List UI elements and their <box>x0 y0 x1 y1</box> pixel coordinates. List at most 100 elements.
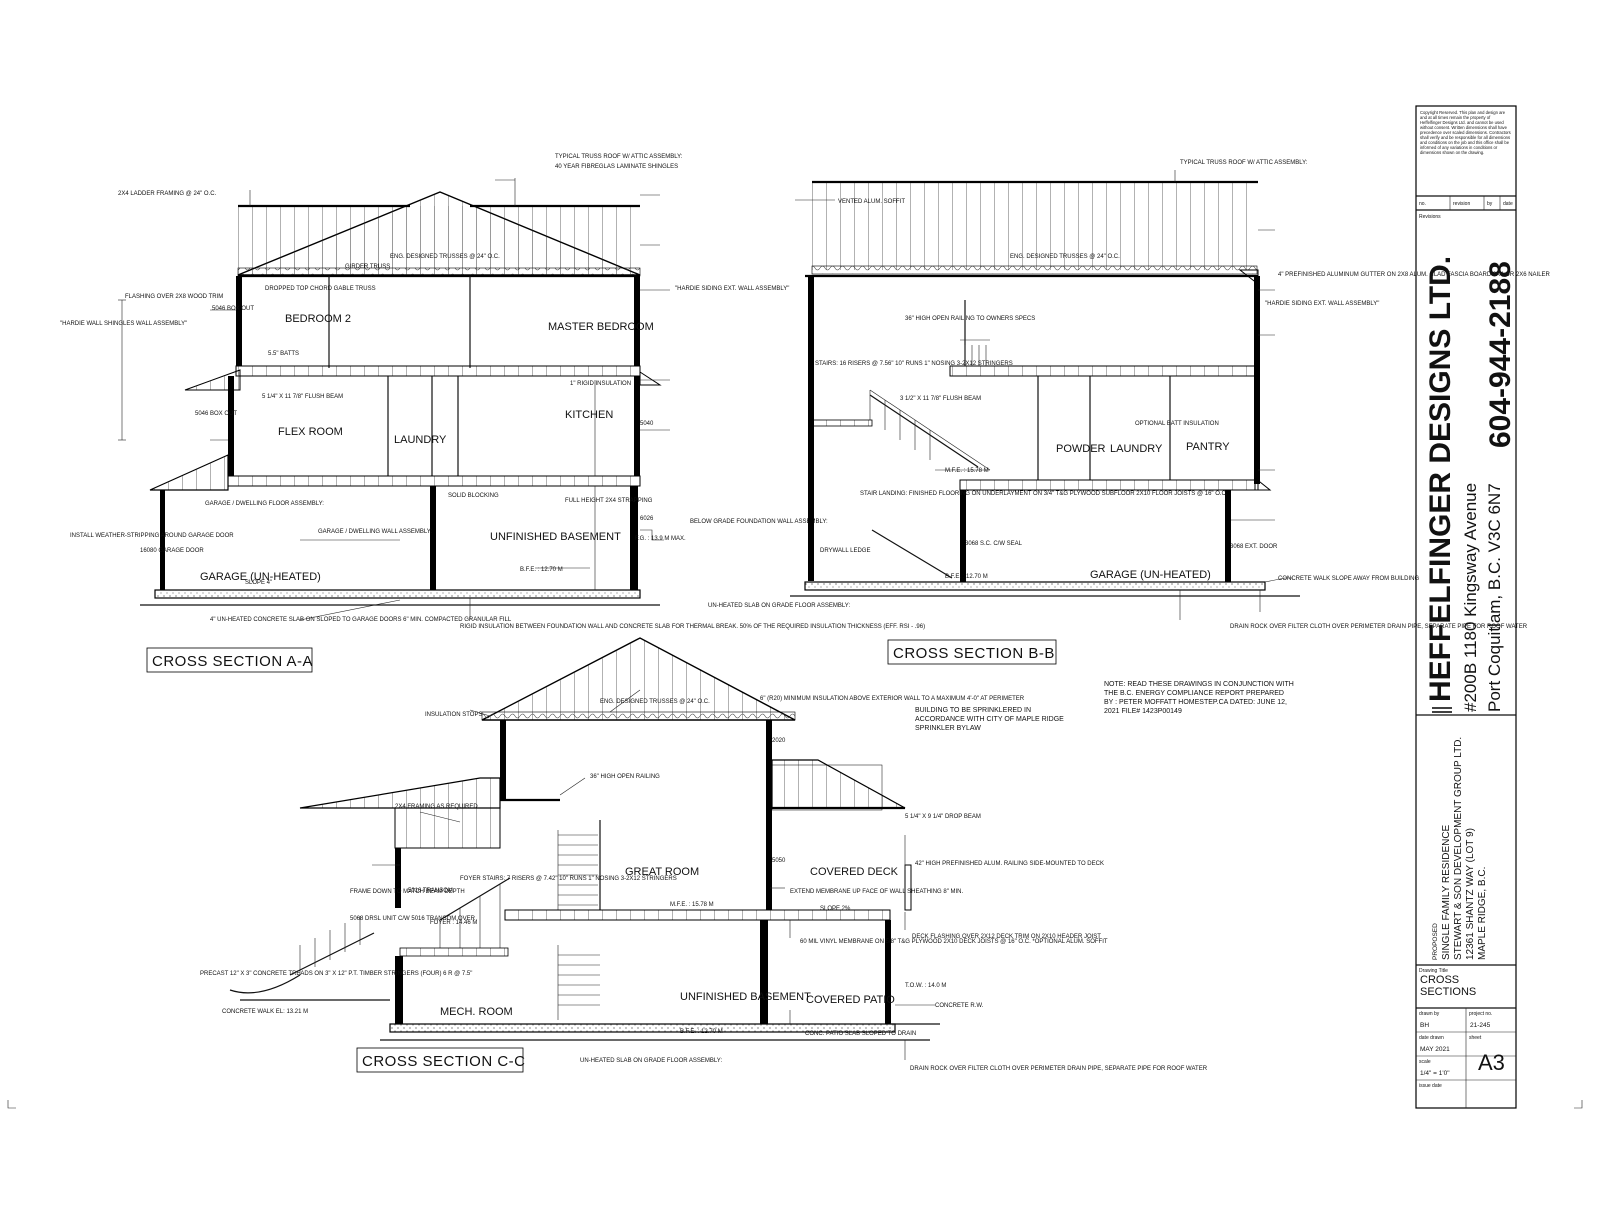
cross-section-a-a: BEDROOM 2 MASTER BEDROOM FLEX ROOM LAUND… <box>60 154 925 673</box>
section-title-a: CROSS SECTION A-A <box>152 653 313 670</box>
room-basement-a: UNFINISHED BASEMENT <box>490 531 621 543</box>
note-garage-wall: GARAGE / DWELLING WALL ASSEMBLY: <box>318 529 432 535</box>
cross-section-c-c: GREAT ROOM COVERED DECK UNFINISHED BASEM… <box>200 637 1208 1073</box>
note-railing-b: 36" HIGH OPEN RAILING TO OWNERS SPECS <box>905 316 1035 322</box>
project-address: 12361 SHANTZ WAY (LOT 9) <box>1465 828 1476 960</box>
note-patio-slab: CONC. PATIO SLAB SLOPED TO DRAIN <box>805 1031 916 1037</box>
note-mfe-b: M.F.E. : 15.78 M <box>945 468 989 474</box>
date-drawn-label: date drawn <box>1419 1035 1444 1041</box>
note-door-a: 6026 <box>640 516 654 522</box>
note-window-3: 5040 <box>640 421 654 427</box>
note-strapping: FULL HEIGHT 2X4 STRAPPING <box>565 498 653 504</box>
firm-phone: 604-944-2188 <box>1484 261 1517 448</box>
drawing-title-box: CROSS SECTIONS <box>1420 974 1477 998</box>
date-drawn: MAY 2021 <box>1420 1046 1450 1053</box>
note-hardie-b: "HARDIE SIDING EXT. WALL ASSEMBLY" <box>1265 301 1379 307</box>
note-window-2020: 2020 <box>772 738 786 744</box>
firm-address-2: Port Coquitlam, B.C. V3C 6N7 <box>1485 483 1504 712</box>
note-door-b: 3068 S.C. C/W SEAL <box>965 541 1023 547</box>
note-shingles-a: 40 YEAR FIBREGLAS LAMINATE SHINGLES <box>555 164 678 170</box>
note-bfe-c: B.F.E. : 12.70 M <box>680 1029 723 1035</box>
note-ext-door: 3068 EXT. DOOR <box>1230 544 1278 550</box>
note-railing-c: 36" HIGH OPEN RAILING <box>590 774 660 780</box>
room-covered-deck: COVERED DECK <box>810 866 899 878</box>
note-drsl: 5068 DRSL UNIT C/W 5016 TRANSOM OVER <box>350 916 476 922</box>
note-slope-c: SLOPE 2% <box>820 906 851 912</box>
note-rigid-slab: RIGID INSULATION BETWEEN FOUNDATION WALL… <box>460 624 925 630</box>
project-city: MAPLE RIDGE, B.C. <box>1477 867 1488 960</box>
note-soffit-b: VENTED ALUM. SOFFIT <box>838 199 905 205</box>
note-insulation-stops: INSULATION STOPS <box>425 712 482 718</box>
note-rigid: 1" RIGID INSULATION <box>570 381 631 387</box>
room-basement-c: UNFINISHED BASEMENT <box>680 991 811 1003</box>
room-laundry-a: LAUNDRY <box>394 434 447 446</box>
drawn-by-label: drawn by <box>1419 1011 1440 1017</box>
firm-phone-block: 604-944-2188 <box>1484 261 1517 448</box>
note-hardie-siding-a: "HARDIE SIDING EXT. WALL ASSEMBLY" <box>675 286 789 292</box>
revisions-label: Revisions <box>1419 214 1441 220</box>
section-title-b: CROSS SECTION B-B <box>893 645 1055 662</box>
project-block: PROPOSED SINGLE FAMILY RESIDENCE STEWART… <box>1432 737 1488 960</box>
note-trusses-b: ENG. DESIGNED TRUSSES @ 24" O.C. <box>1010 254 1120 260</box>
note-concrete-rw: CONCRETE R.W. <box>935 1003 984 1009</box>
note-gutter: 4" PREFINISHED ALUMINUM GUTTER ON 2X8 AL… <box>1278 272 1551 278</box>
note-bfe-a: B.F.E. : 12.70 M <box>520 567 563 573</box>
note-window-1: 5046 BOX OUT <box>212 306 254 312</box>
note-stairs-b: STAIRS: 16 RISERS @ 7.56" 10" RUNS 1" NO… <box>815 361 1013 367</box>
note-truss-roof-a: TYPICAL TRUSS ROOF W/ ATTIC ASSEMBLY: <box>555 154 683 160</box>
note-dropped-chord: DROPPED TOP CHORD GABLE TRUSS <box>265 286 376 292</box>
scale-label: scale <box>1419 1059 1431 1065</box>
scale: 1/4" = 1'0" <box>1420 1070 1450 1077</box>
note-drywall: DRYWALL LEDGE <box>820 548 870 554</box>
issue-date-label: issue date <box>1419 1083 1442 1089</box>
crop-marks <box>7 1100 1583 1109</box>
note-fg: F.G. : 13.9 M MAX. <box>635 536 686 542</box>
project-no-label: project no. <box>1469 1011 1492 1017</box>
note-membrane: 60 MIL VINYL MEMBRANE ON 5/8" T&G PLYWOO… <box>800 939 1108 945</box>
note-garage-door: 16080 GARAGE DOOR <box>140 548 204 554</box>
room-pantry: PANTRY <box>1186 441 1230 453</box>
note-drop-beam: 5 1/4" X 9 1/4" DROP BEAM <box>905 814 981 820</box>
energy-note-box: NOTE: READ THESE DRAWINGS IN CONJUNCTION… <box>1104 681 1294 715</box>
note-precast: PRECAST 12" X 3" CONCRETE TREADS ON 3" X… <box>200 971 472 977</box>
note-ladder: 2X4 LADDER FRAMING @ 24" O.C. <box>118 191 217 197</box>
sheet-number: A3 <box>1478 1050 1505 1075</box>
title-block <box>1415 105 1517 1109</box>
note-extend: EXTEND MEMBRANE UP FACE OF WALL SHEATHIN… <box>790 889 963 895</box>
room-mech: MECH. ROOM <box>440 1006 513 1018</box>
room-garage-a: GARAGE (UN-HEATED) <box>200 571 321 583</box>
firm-block: HEFFELFINGER DESIGNS LTD. #200B 1180 Kin… <box>1424 256 1504 713</box>
note-garage-floor: GARAGE / DWELLING FLOOR ASSEMBLY: <box>205 501 324 507</box>
note-bfe-b: B.F.E. : 12.70 M <box>945 574 988 580</box>
note-unheated-slab-a: UN-HEATED SLAB ON GRADE FLOOR ASSEMBLY: <box>708 603 850 609</box>
room-powder: POWDER <box>1056 443 1106 455</box>
note-frame-down: FRAME DOWN TO MATCH BEAM DEPTH <box>350 889 465 895</box>
note-slope-a: SLOPE 4" <box>245 580 272 586</box>
rev-revision-label: revision <box>1453 201 1470 207</box>
note-batts: 5.5" BATTS <box>268 351 299 357</box>
note-walk: CONCRETE WALK EL: 13.21 M <box>222 1009 308 1015</box>
sprinkler-note: BUILDING TO BE SPRINKLERED IN ACCORDANCE… <box>915 707 1064 732</box>
note-optional-batt: OPTIONAL BATT INSULATION <box>1135 421 1219 427</box>
drawn-by: BH <box>1420 1022 1429 1029</box>
drawing-title: CROSS SECTIONS <box>1420 974 1477 998</box>
note-drain-b: DRAIN ROCK OVER FILTER CLOTH OVER PERIME… <box>1230 624 1528 630</box>
project-type: SINGLE FAMILY RESIDENCE <box>1441 824 1452 960</box>
note-window-5050: 5050 <box>772 858 786 864</box>
note-alum-railing: 42" HIGH PREFINISHED ALUM. RAILING SIDE-… <box>915 861 1104 867</box>
room-bedroom2: BEDROOM 2 <box>285 313 351 325</box>
note-girder: GIRDER TRUSS <box>345 264 390 270</box>
note-drain-c: DRAIN ROCK OVER FILTER CLOTH OVER PERIME… <box>910 1066 1208 1072</box>
note-framing: 2X4 FRAMING AS REQUIRED <box>395 804 478 810</box>
note-trusses-a: ENG. DESIGNED TRUSSES @ 24" O.C. <box>390 254 500 260</box>
cross-section-b-b: POWDER LAUNDRY PANTRY GARAGE (UN-HEATED)… <box>790 160 1551 665</box>
copyright-box: Copyright Reserved. This plan and design… <box>1420 110 1511 155</box>
room-master-bedroom: MASTER BEDROOM <box>548 321 654 333</box>
project-client: STEWART & SON DEVELOPMENT GROUP LTD. <box>1453 737 1464 960</box>
note-flashing: FLASHING OVER 2X8 WOOD TRIM <box>125 294 223 300</box>
rev-no-label: no. <box>1419 201 1426 207</box>
copyright-note: Copyright Reserved. This plan and design… <box>1420 110 1511 155</box>
room-great: GREAT ROOM <box>625 866 699 878</box>
